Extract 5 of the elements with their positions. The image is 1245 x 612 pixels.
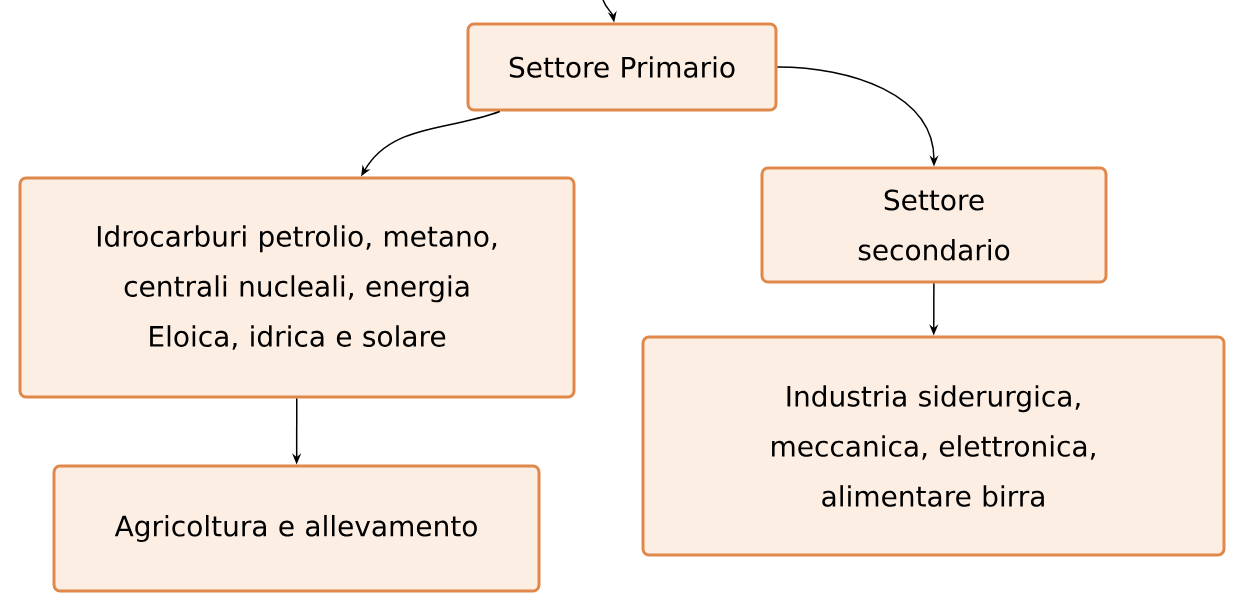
text-box: Settore Primario	[466, 22, 778, 112]
text-box: Agricoltura e allevamento	[52, 464, 541, 593]
text-box: Idrocarburi petrolio, metano, centrali nucleali, energia Eloica, idrica e solare	[18, 176, 576, 399]
text-box: Settore secondario	[760, 166, 1108, 284]
text-box: Industria siderurgica, meccanica, elettronica, alimentare birra	[641, 335, 1226, 557]
